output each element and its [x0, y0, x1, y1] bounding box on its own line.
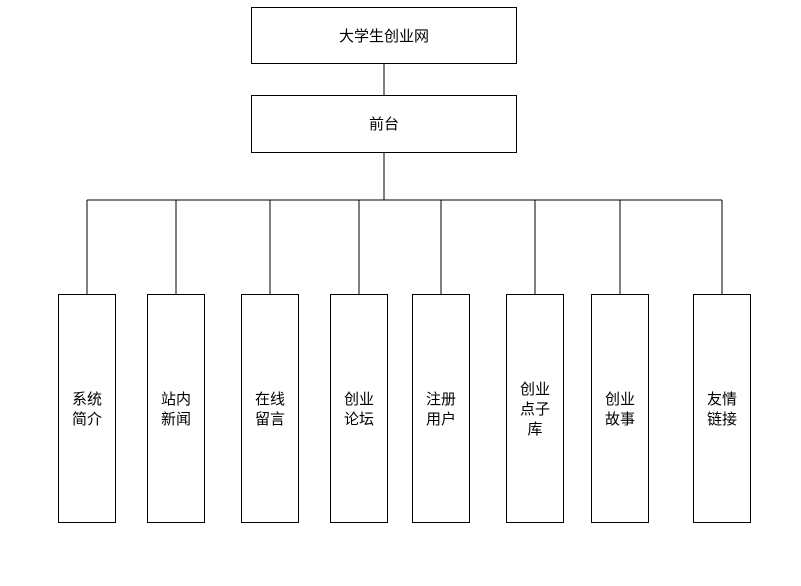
root-node: 大学生创业网: [251, 7, 517, 64]
module-node-7: 创业 故事: [591, 294, 649, 523]
root-node-label: 大学生创业网: [338, 26, 429, 45]
module-node-5: 注册 用户: [412, 294, 470, 523]
module-node-8: 友情 链接: [693, 294, 751, 523]
module-node-2: 站内 新闻: [147, 294, 205, 523]
module-node-6-line-2: 点子: [519, 399, 550, 418]
module-node-3: 在线 留言: [241, 294, 299, 523]
module-node-2-line-1: 站内: [160, 389, 191, 408]
module-node-4-line-1: 创业: [343, 389, 374, 408]
module-node-4-line-2: 论坛: [343, 409, 374, 428]
module-node-3-line-1: 在线: [254, 389, 285, 408]
module-node-3-line-2: 留言: [254, 409, 285, 428]
module-node-2-line-2: 新闻: [160, 409, 191, 428]
module-node-7-line-2: 故事: [604, 409, 635, 428]
module-node-1-line-1: 系统: [71, 389, 102, 408]
module-node-6-line-1: 创业: [519, 379, 550, 398]
module-node-4: 创业 论坛: [330, 294, 388, 523]
module-node-6-line-3: 库: [527, 419, 543, 438]
module-node-8-line-1: 友情: [706, 389, 737, 408]
module-node-5-line-1: 注册: [425, 389, 456, 408]
module-node-7-line-1: 创业: [604, 389, 635, 408]
frontend-node: 前台: [251, 95, 517, 153]
module-node-6: 创业 点子 库: [506, 294, 564, 523]
module-node-1-line-2: 简介: [71, 409, 102, 428]
module-node-1: 系统 简介: [58, 294, 116, 523]
module-node-8-line-2: 链接: [706, 409, 737, 428]
module-node-5-line-2: 用户: [425, 409, 456, 428]
frontend-node-label: 前台: [368, 115, 399, 133]
